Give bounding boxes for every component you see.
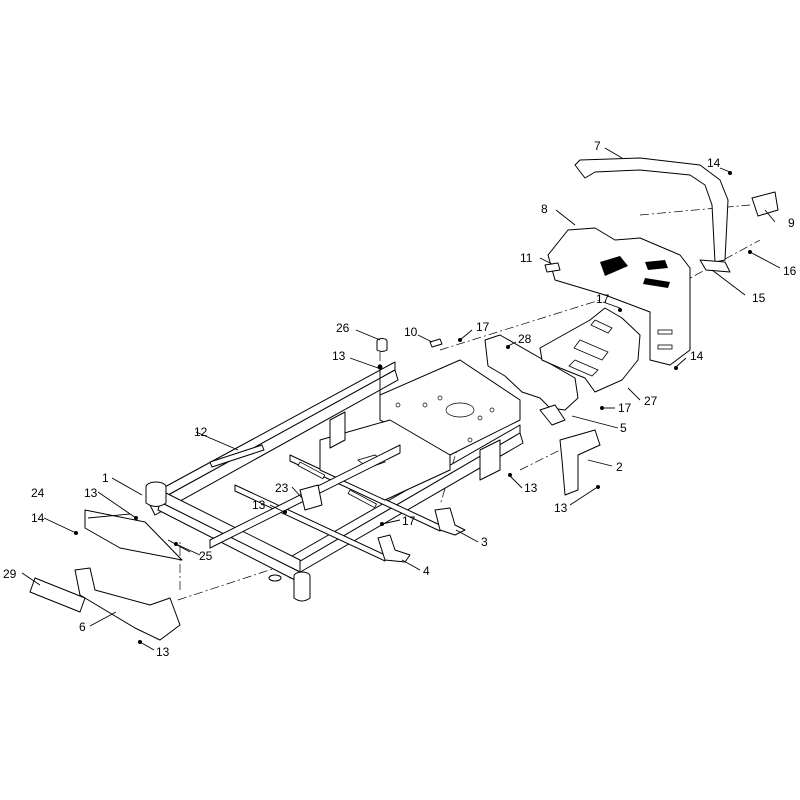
callout-14: 14 <box>707 156 721 170</box>
callout-13: 13 <box>524 481 538 495</box>
bolt-near-cap <box>377 364 383 405</box>
callout-14: 14 <box>690 349 704 363</box>
callout-23: 23 <box>275 481 289 495</box>
callout-13: 13 <box>252 498 266 512</box>
part-9-plate <box>751 191 779 217</box>
part-10-plate <box>429 338 443 348</box>
callout-14: 14 <box>31 511 45 525</box>
callout-3: 3 <box>481 535 488 549</box>
callout-15: 15 <box>752 291 766 305</box>
part-24-plate <box>84 509 183 561</box>
callout-1: 1 <box>102 471 109 485</box>
callout-9: 9 <box>788 216 795 230</box>
callout-13: 13 <box>156 645 170 659</box>
leader-lines <box>21 147 781 651</box>
part-23-bracket <box>299 484 323 511</box>
callout-26: 26 <box>336 321 350 335</box>
part-11-decal <box>544 262 561 273</box>
part-29-plate <box>29 577 86 613</box>
callout-4: 4 <box>423 564 430 578</box>
callout-17: 17 <box>596 292 610 306</box>
callout-labels: 7 14 8 9 11 16 15 17 14 26 10 17 28 13 1… <box>3 139 797 659</box>
part-27-seat-pan <box>539 307 641 393</box>
main-frame <box>145 359 524 602</box>
callout-27: 27 <box>644 394 658 408</box>
part-3-bracket <box>434 507 466 536</box>
part-8-panel <box>547 227 691 366</box>
callout-24: 24 <box>31 486 45 500</box>
callout-11: 11 <box>520 251 533 265</box>
callout-17: 17 <box>476 320 490 334</box>
callout-10: 10 <box>404 325 418 339</box>
callout-16: 16 <box>783 264 797 278</box>
callout-29: 29 <box>3 567 17 581</box>
part-25-pin <box>167 539 191 553</box>
fasteners <box>74 171 752 644</box>
callout-17: 17 <box>618 401 632 415</box>
part-2-bracket <box>559 429 601 496</box>
callout-8: 8 <box>541 202 548 216</box>
part-4-bracket <box>377 534 411 563</box>
part-15-bracket <box>699 259 731 273</box>
callout-17: 17 <box>402 514 416 528</box>
callout-13: 13 <box>554 501 568 515</box>
callout-28: 28 <box>518 332 532 346</box>
callout-6: 6 <box>79 620 86 634</box>
callout-2: 2 <box>616 460 623 474</box>
part-6-plate <box>74 567 181 641</box>
callout-5: 5 <box>620 421 627 435</box>
part-12-strip <box>209 444 265 468</box>
part-5-bracket <box>539 404 566 426</box>
callout-7: 7 <box>594 139 601 153</box>
callout-25: 25 <box>199 549 213 563</box>
part-26-cap <box>376 338 388 352</box>
callout-12: 12 <box>194 425 208 439</box>
callout-13: 13 <box>332 349 346 363</box>
callout-13: 13 <box>84 486 98 500</box>
